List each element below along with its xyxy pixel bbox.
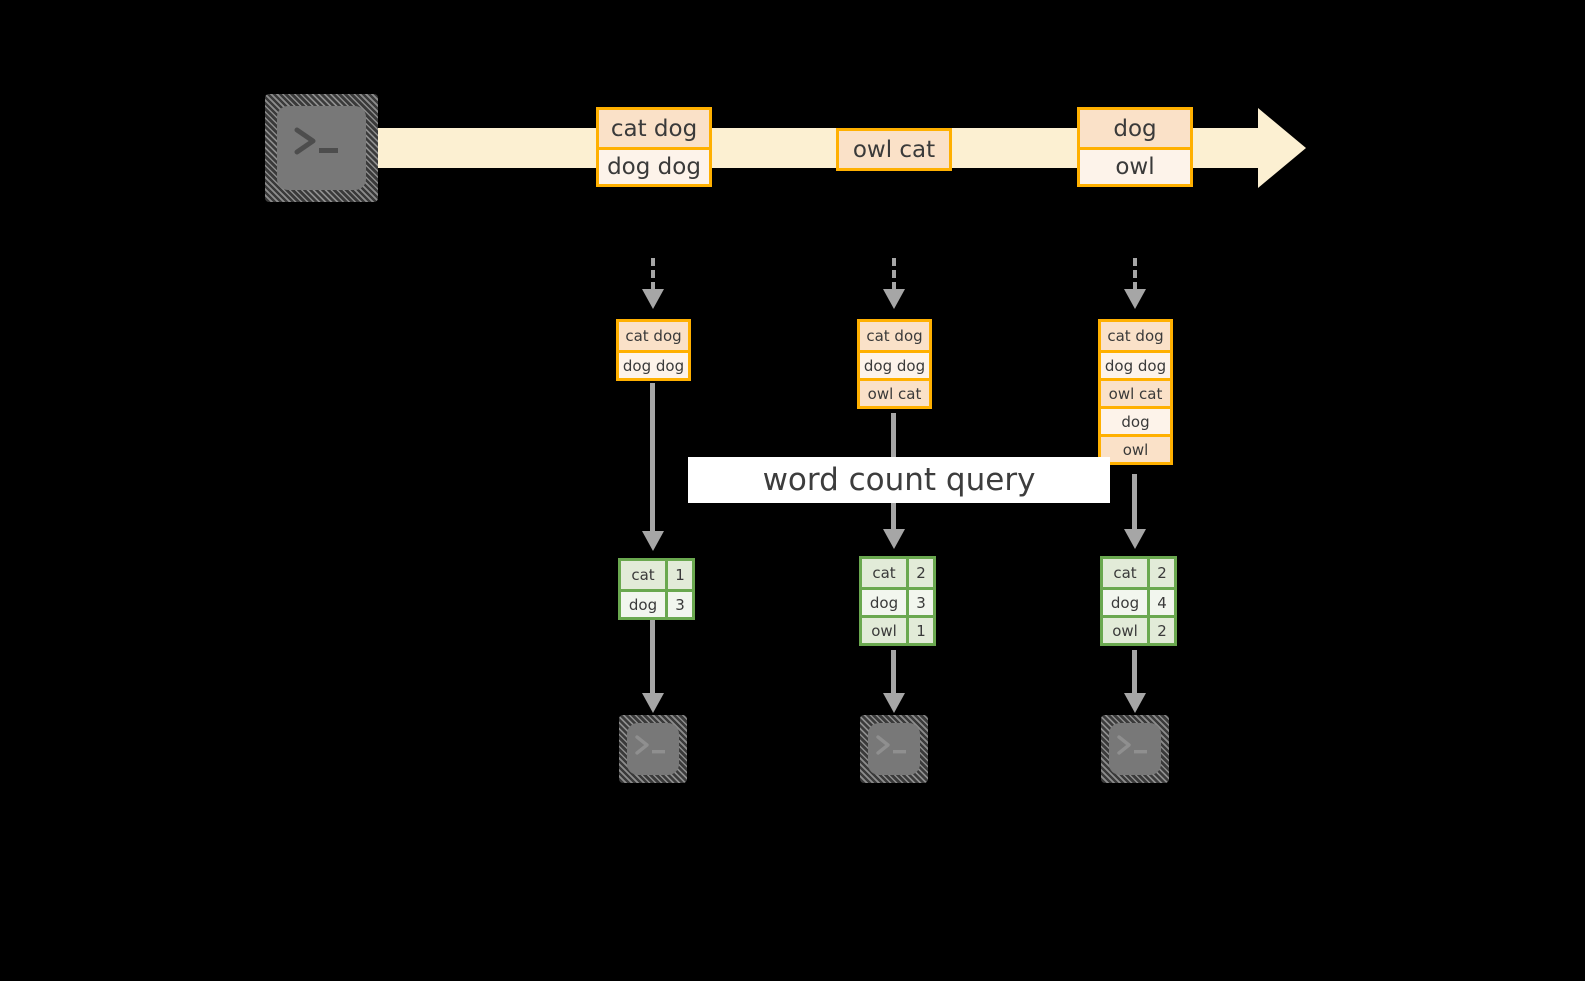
result-key: owl xyxy=(1103,618,1147,643)
result-row: dog 4 xyxy=(1103,587,1174,615)
snapshot-3-sink-arrowhead xyxy=(1124,693,1146,713)
snapshot-3-sink-line xyxy=(1132,650,1137,695)
snapshot-3-tap-arrowhead xyxy=(1124,289,1146,309)
query-label-banner: word count query xyxy=(688,457,1110,503)
snapshot-row: owl cat xyxy=(860,378,929,406)
result-value: 2 xyxy=(1147,559,1174,587)
snapshot-1-sink-line xyxy=(650,620,655,695)
result-key: dog xyxy=(862,590,906,615)
stream-record: owl xyxy=(1080,147,1190,184)
result-row: cat 2 xyxy=(862,559,933,587)
snapshot-3-result-table: cat 2 dog 4 owl 2 xyxy=(1100,556,1177,646)
snapshot-2-tap-line xyxy=(892,258,896,290)
snapshot-row: cat dog xyxy=(619,322,688,350)
terminal-face xyxy=(627,723,679,775)
stream-batch-1: cat dog dog dog xyxy=(596,107,712,187)
result-key: dog xyxy=(1103,590,1147,615)
terminal-face xyxy=(1109,723,1161,775)
result-value: 2 xyxy=(1147,618,1174,643)
stream-record: dog xyxy=(1080,110,1190,147)
result-value: 4 xyxy=(1147,590,1174,615)
snapshot-row: dog dog xyxy=(619,350,688,378)
snapshot-1-sink-terminal-icon xyxy=(619,715,687,783)
result-row: cat 2 xyxy=(1103,559,1174,587)
result-key: cat xyxy=(1103,559,1147,587)
snapshot-2-query-arrowhead xyxy=(883,529,905,549)
snapshot-2-input-table: cat dog dog dog owl cat xyxy=(857,319,932,409)
result-value: 3 xyxy=(665,592,692,617)
result-value: 1 xyxy=(665,561,692,589)
snapshot-row: owl xyxy=(1101,434,1170,462)
snapshot-1-query-line xyxy=(650,383,655,533)
snapshot-2-sink-arrowhead xyxy=(883,693,905,713)
result-row: dog 3 xyxy=(621,589,692,617)
stream-arrow-head xyxy=(1258,108,1306,188)
source-terminal-icon xyxy=(265,94,378,202)
snapshot-row: owl cat xyxy=(1101,378,1170,406)
result-key: dog xyxy=(621,592,665,617)
snapshot-row: dog dog xyxy=(860,350,929,378)
snapshot-2-result-table: cat 2 dog 3 owl 1 xyxy=(859,556,936,646)
snapshot-3-query-line xyxy=(1132,474,1137,531)
result-value: 3 xyxy=(906,590,933,615)
stream-record: owl cat xyxy=(839,131,949,168)
snapshot-1-query-arrowhead xyxy=(642,531,664,551)
result-key: owl xyxy=(862,618,906,643)
stream-batch-2: owl cat xyxy=(836,128,952,171)
snapshot-row: dog dog xyxy=(1101,350,1170,378)
snapshot-3-tap-line xyxy=(1133,258,1137,290)
snapshot-2-sink-line xyxy=(891,650,896,695)
result-row: owl 1 xyxy=(862,615,933,643)
stream-record: dog dog xyxy=(599,147,709,184)
snapshot-1-result-table: cat 1 dog 3 xyxy=(618,558,695,620)
terminal-face xyxy=(868,723,920,775)
result-key: cat xyxy=(621,561,665,589)
result-value: 1 xyxy=(906,618,933,643)
result-row: owl 2 xyxy=(1103,615,1174,643)
snapshot-row: dog xyxy=(1101,406,1170,434)
result-key: cat xyxy=(862,559,906,587)
terminal-prompt-icon xyxy=(1117,735,1147,755)
terminal-prompt-icon xyxy=(876,735,906,755)
result-row: dog 3 xyxy=(862,587,933,615)
stream-batch-3: dog owl xyxy=(1077,107,1193,187)
snapshot-2-tap-arrowhead xyxy=(883,289,905,309)
snapshot-3-input-table: cat dog dog dog owl cat dog owl xyxy=(1098,319,1173,465)
snapshot-row: cat dog xyxy=(1101,322,1170,350)
query-label-text: word count query xyxy=(762,462,1036,498)
snapshot-1-tap-line xyxy=(651,258,655,290)
snapshot-3-query-arrowhead xyxy=(1124,529,1146,549)
terminal-prompt-icon xyxy=(635,735,665,755)
result-value: 2 xyxy=(906,559,933,587)
stream-record: cat dog xyxy=(599,110,709,147)
snapshot-1-sink-arrowhead xyxy=(642,693,664,713)
snapshot-row: cat dog xyxy=(860,322,929,350)
terminal-prompt-icon xyxy=(294,127,338,155)
snapshot-1-input-table: cat dog dog dog xyxy=(616,319,691,381)
snapshot-1-tap-arrowhead xyxy=(642,289,664,309)
snapshot-2-sink-terminal-icon xyxy=(860,715,928,783)
result-row: cat 1 xyxy=(621,561,692,589)
snapshot-3-sink-terminal-icon xyxy=(1101,715,1169,783)
